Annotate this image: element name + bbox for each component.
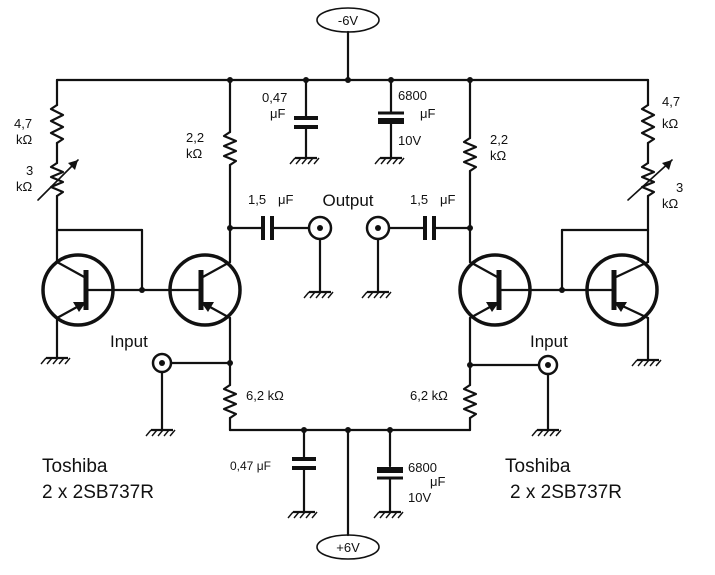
right-collector-resistor-value: 2,2 (490, 132, 508, 147)
right-emitter-resistor: 6,2 kΩ (410, 316, 478, 432)
right-bias-resistor: 4,7 kΩ (640, 78, 680, 165)
right-potentiometer: 3 kΩ (627, 159, 683, 232)
left-part-label: 2 x 2SB737R (42, 482, 154, 503)
left-input-jack: Input (110, 332, 233, 438)
left-emitter-resistor-label: 6,2 kΩ (246, 388, 284, 403)
right-coupling-capacitor-value: 1,5 (410, 192, 428, 207)
output-label: Output (322, 191, 373, 210)
right-transistor-1 (458, 253, 532, 327)
top-rail (55, 77, 650, 83)
bottom-large-capacitor-voltage: 10V (408, 490, 431, 505)
bottom-large-capacitor-unit: μF (430, 474, 445, 489)
left-bias-resistor-unit: kΩ (16, 132, 33, 147)
right-bias-resistor-unit: kΩ (662, 116, 679, 131)
right-maker-label: Toshiba (505, 456, 571, 477)
left-coupling-capacitor-value: 1,5 (248, 192, 266, 207)
bottom-large-capacitor: 6800 10V μF (372, 428, 445, 520)
top-large-capacitor-unit: μF (420, 106, 435, 121)
right-transistor-2 (585, 228, 663, 368)
bottom-rail (228, 427, 472, 433)
left-output-jack (302, 215, 335, 300)
right-input-label: Input (530, 332, 568, 351)
left-potentiometer: 3 kΩ (16, 159, 79, 232)
right-potentiometer-unit: kΩ (662, 196, 679, 211)
left-collector-resistor-unit: kΩ (186, 146, 203, 161)
positive-supply-label: +6V (336, 540, 360, 555)
left-collector-resistor: 2,2 kΩ (186, 78, 238, 264)
left-bias-resistor-value: 4,7 (14, 116, 32, 131)
top-large-capacitor: 6800 μF 10V (373, 78, 435, 166)
right-input-jack: Input (467, 332, 568, 438)
right-output-jack (360, 215, 393, 300)
positive-supply-terminal: +6V (316, 428, 380, 560)
left-transistor-2 (168, 253, 242, 327)
right-bias-wiring (520, 228, 650, 293)
left-collector-resistor-value: 2,2 (186, 130, 204, 145)
left-transistor-1 (39, 228, 115, 366)
right-collector-resistor: 2,2 kΩ (462, 78, 508, 264)
negative-supply-terminal: -6V (316, 7, 380, 82)
top-small-capacitor-value: 0,47 (262, 90, 287, 105)
right-coupling-capacitor-unit: μF (440, 192, 455, 207)
left-bias-wiring (55, 228, 180, 293)
bottom-large-capacitor-value: 6800 (408, 460, 437, 475)
left-coupling-capacitor-unit: μF (278, 192, 293, 207)
top-large-capacitor-value: 6800 (398, 88, 427, 103)
bottom-small-capacitor: 0,47 μF (230, 428, 319, 520)
right-coupling-capacitor: 1,5 μF (388, 192, 472, 240)
top-small-capacitor: 0,47 μF (262, 78, 321, 166)
right-part-label: 2 x 2SB737R (510, 482, 622, 503)
top-large-capacitor-voltage: 10V (398, 133, 421, 148)
right-bias-resistor-value: 4,7 (662, 94, 680, 109)
left-maker-label: Toshiba (42, 456, 108, 477)
top-small-capacitor-unit: μF (270, 106, 285, 121)
left-bias-resistor: 4,7 kΩ (14, 78, 65, 165)
right-emitter-resistor-label: 6,2 kΩ (410, 388, 448, 403)
negative-supply-label: -6V (338, 13, 359, 28)
left-coupling-capacitor: 1,5 μF (228, 192, 310, 240)
bottom-small-capacitor-label: 0,47 μF (230, 459, 271, 473)
right-collector-resistor-unit: kΩ (490, 148, 507, 163)
left-potentiometer-unit: kΩ (16, 179, 33, 194)
right-potentiometer-value: 3 (676, 180, 683, 195)
left-potentiometer-value: 3 (26, 163, 33, 178)
left-emitter-resistor: 6,2 kΩ (222, 316, 284, 432)
left-input-label: Input (110, 332, 148, 351)
